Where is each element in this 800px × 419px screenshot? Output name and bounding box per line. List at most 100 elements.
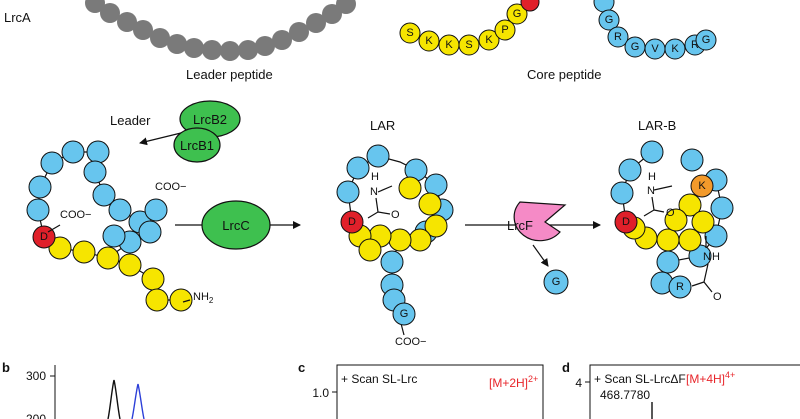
core-blue-residue-4: G — [624, 36, 646, 58]
leader-bead-2 — [100, 3, 120, 23]
lrcc-label: LrcC — [222, 218, 249, 233]
panel-c-scan-label: + Scan SL-Lrc — [341, 372, 417, 386]
leader-peptide-label: Leader peptide — [186, 67, 273, 82]
core-yellow-residue-5: K — [478, 29, 500, 51]
panel-c-letter: c — [298, 360, 305, 375]
nh2-bond — [182, 299, 191, 303]
svg-text:R: R — [676, 281, 684, 293]
panel-d-ion-label: [M+4H]4+ — [686, 370, 735, 386]
core-blue-residue-2: G — [598, 9, 620, 31]
svg-text:O: O — [713, 291, 722, 303]
leader-bead-6 — [167, 34, 187, 54]
panel-b-blue-peak — [131, 383, 145, 419]
svg-text:G: G — [400, 308, 409, 320]
leader-bead-10 — [238, 40, 258, 60]
lar-asp-residue: D — [340, 210, 364, 234]
leader-bead-4 — [133, 20, 153, 40]
panel-c-tick-1: 1.0 — [312, 386, 329, 400]
leader-peptide-chain — [85, 0, 356, 61]
svg-text:R: R — [614, 31, 622, 43]
panel-d-tick-4: 4 — [575, 376, 582, 390]
lar-b-yellow-residue-7 — [664, 208, 688, 232]
svg-text:D: D — [348, 216, 356, 228]
substrate-yellow-residue-6 — [145, 288, 169, 312]
lar-b-arg-residue: R — [668, 275, 692, 299]
leader-bead-15 — [322, 4, 342, 24]
substrate-blue-residue-7 — [92, 183, 116, 207]
panel-d-mass-label: 468.7780 — [600, 388, 650, 402]
svg-text:G: G — [702, 34, 711, 46]
svg-text:H: H — [648, 171, 656, 183]
panel-b-tick-300: 300 — [26, 369, 46, 383]
panel-b-tick-200: 200 — [26, 412, 46, 419]
lar-blue-residue-1 — [366, 144, 390, 168]
lar-blue-residue-8 — [380, 250, 404, 274]
precursor-label: LrcA — [4, 10, 31, 25]
leader-bead-1 — [85, 0, 105, 13]
lrcb2-label: LrcB2 — [193, 112, 227, 127]
core-blue-residue-8: G — [695, 29, 717, 51]
core-yellow-residue-4: S — [458, 34, 480, 56]
lar-yellow-residue-2 — [418, 192, 442, 216]
svg-text:S: S — [465, 39, 472, 51]
svg-text:G: G — [631, 41, 640, 53]
leader-bead-5 — [150, 28, 170, 48]
lar-b-peptide: DKR — [610, 140, 734, 299]
lar-b-blue-residue-3 — [610, 181, 634, 205]
substrate-blue-residue-11 — [138, 220, 162, 244]
svg-text:O: O — [391, 209, 400, 221]
asp-side-chain-coo: COO− — [60, 209, 91, 221]
svg-text:H: H — [371, 171, 379, 183]
leader-out-label: Leader — [110, 113, 151, 128]
gly-release-arrow — [532, 244, 549, 267]
lar-blue-residue-2 — [346, 156, 370, 180]
leader-release-arrow — [139, 131, 186, 146]
svg-text:H: H — [712, 251, 720, 263]
svg-text:K: K — [425, 35, 433, 47]
svg-text:O: O — [666, 207, 675, 219]
substrate-yellow-residue-1 — [48, 236, 72, 260]
lar-b-yellow-residue-1 — [678, 193, 702, 217]
lar-c-terminal-coo: COO− — [395, 336, 426, 348]
svg-text:K: K — [485, 34, 493, 46]
panel-c-frame — [336, 364, 544, 419]
core-yellow-residue-6: P — [494, 19, 516, 41]
substrate-blue-residue-1 — [61, 140, 85, 164]
lar-yellow-residue-4 — [408, 228, 432, 252]
core-blue-residue-3: R — [607, 26, 629, 48]
svg-text:N: N — [647, 185, 655, 197]
svg-text:N: N — [703, 251, 711, 263]
lrcf-label: LrcF — [507, 218, 533, 233]
substrate-blue-residue-10 — [144, 198, 168, 222]
panel-b-letter: b — [2, 360, 10, 375]
substrate-blue-residue-2 — [86, 140, 110, 164]
released-glycine: G — [543, 269, 569, 295]
substrate-yellow-residue-3 — [96, 246, 120, 270]
n-terminal-nh2: NH2 — [193, 291, 214, 305]
svg-text:G: G — [605, 14, 614, 26]
core-yellow-residue-7: G — [506, 3, 528, 25]
substrate-blue-residue-3 — [40, 151, 64, 175]
substrate-blue-residue-6 — [83, 160, 107, 184]
leader-bead-9 — [220, 41, 240, 61]
lar-b-blue-residue-1 — [640, 140, 664, 164]
svg-text:S: S — [406, 27, 413, 39]
panel-c-ion-label: [M+2H]2+ — [489, 374, 538, 390]
leader-bead-7 — [184, 38, 204, 58]
svg-text:N: N — [370, 186, 378, 198]
svg-text:R: R — [691, 39, 699, 51]
lar-b-blue-residue-9 — [656, 250, 680, 274]
leader-bead-12 — [272, 30, 292, 50]
lar-yellow-residue-5 — [388, 228, 412, 252]
leader-bead-16 — [336, 0, 356, 14]
lar-b-blue-residue-4 — [680, 148, 704, 172]
core-yellow-residue-3: K — [438, 34, 460, 56]
core-peptide-label: Core peptide — [527, 67, 601, 82]
lrcb1-label: LrcB1 — [180, 138, 214, 153]
substrate-yellow-residue-4 — [118, 253, 142, 277]
panel-d-scan-label: + Scan SL-LrcΔF — [594, 372, 686, 386]
svg-text:V: V — [651, 43, 659, 55]
